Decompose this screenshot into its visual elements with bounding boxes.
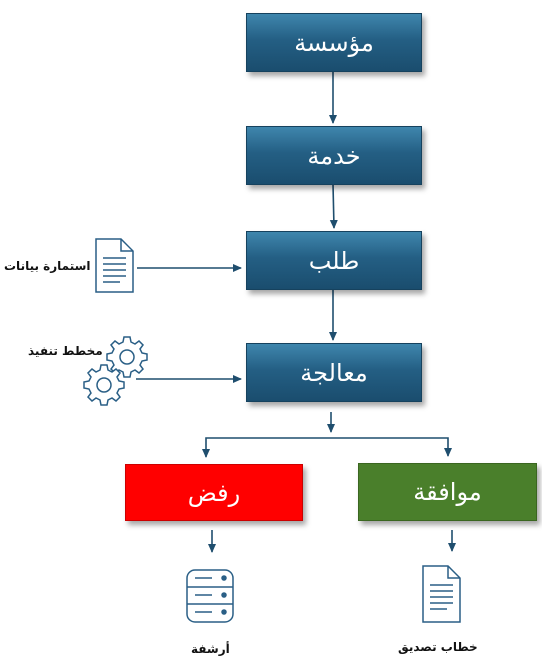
approval-letter-label: خطاب تصديق <box>398 640 478 654</box>
request-box: طلب <box>246 231 422 290</box>
institution-box: مؤسسة <box>246 13 422 72</box>
branch-to-reject <box>202 437 331 458</box>
execution-plan-label: مخطط تنفيذ <box>28 344 103 358</box>
approve-label: موافقة <box>413 478 482 506</box>
service-label: خدمة <box>307 141 361 170</box>
service-box: خدمة <box>246 126 422 185</box>
processing-box: معالجة <box>246 343 422 402</box>
reject-label: رفض <box>187 478 241 507</box>
processing-label: معالجة <box>300 358 368 387</box>
request-label: طلب <box>308 246 360 275</box>
archiving-label: أرشفة <box>191 642 230 656</box>
institution-label: مؤسسة <box>294 28 374 57</box>
branch-to-approve <box>331 437 452 457</box>
reject-box: رفض <box>125 464 303 521</box>
data-form-label: استمارة بيانات <box>4 259 91 273</box>
arrow-service-to-request <box>329 183 338 229</box>
approve-box: موافقة <box>358 463 537 521</box>
